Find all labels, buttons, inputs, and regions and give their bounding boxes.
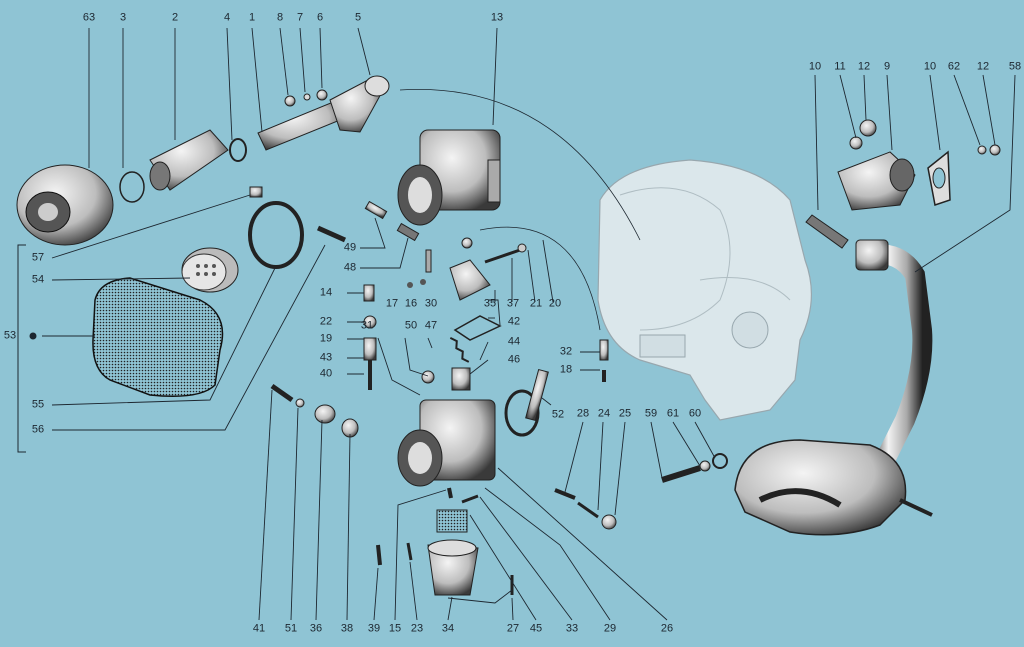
clamp-band [248, 201, 304, 269]
callout-8: 8 [276, 11, 284, 24]
float-bowl [427, 509, 479, 596]
callout-51: 51 [284, 622, 298, 635]
callout-16: 16 [404, 297, 418, 310]
group-bracket-53 [17, 244, 26, 453]
callout-10: 10 [923, 60, 937, 73]
callout-25: 25 [618, 407, 632, 420]
callout-40: 40 [319, 367, 333, 380]
callout-49: 49 [343, 241, 357, 254]
callout-53: 53 [3, 329, 17, 342]
intake-sleeve [149, 129, 229, 191]
callout-56: 56 [31, 423, 45, 436]
callout-36: 36 [309, 622, 323, 635]
intake-tube [257, 99, 346, 151]
engine-casing [597, 159, 812, 421]
callout-17: 17 [385, 297, 399, 310]
callout-39: 39 [367, 622, 381, 635]
callout-19: 19 [319, 332, 333, 345]
callout-41: 41 [252, 622, 266, 635]
group-dot-53 [29, 332, 37, 340]
callout-33: 33 [565, 622, 579, 635]
callout-22: 22 [319, 315, 333, 328]
callout-61: 61 [666, 407, 680, 420]
callout-21: 21 [529, 297, 543, 310]
callout-12: 12 [857, 60, 871, 73]
callout-57: 57 [31, 251, 45, 264]
callout-10: 10 [808, 60, 822, 73]
callout-28: 28 [576, 407, 590, 420]
callout-15: 15 [388, 622, 402, 635]
callout-9: 9 [883, 60, 891, 73]
callout-34: 34 [441, 622, 455, 635]
air-box [92, 277, 224, 397]
callout-5: 5 [354, 11, 362, 24]
callout-26: 26 [660, 622, 674, 635]
callout-55: 55 [31, 398, 45, 411]
callout-18: 18 [559, 363, 573, 376]
callout-11: 11 [834, 60, 846, 73]
callout-63: 63 [82, 11, 96, 24]
callout-30: 30 [424, 297, 438, 310]
callout-13: 13 [490, 11, 504, 24]
callout-2: 2 [171, 11, 179, 24]
callout-27: 27 [506, 622, 520, 635]
carburetor-upper [397, 129, 501, 226]
callout-46: 46 [507, 353, 521, 366]
callout-20: 20 [548, 297, 562, 310]
flange-gasket [927, 150, 951, 206]
callout-12: 12 [976, 60, 990, 73]
callout-24: 24 [597, 407, 611, 420]
callout-1: 1 [248, 11, 256, 24]
callout-23: 23 [410, 622, 424, 635]
callout-60: 60 [688, 407, 702, 420]
callout-32: 32 [559, 345, 573, 358]
flywheel-cover [16, 164, 114, 246]
exhaust-system [734, 239, 933, 536]
callout-47: 47 [424, 319, 438, 332]
callout-52: 52 [551, 408, 565, 421]
callout-38: 38 [340, 622, 354, 635]
callout-6: 6 [316, 11, 324, 24]
callout-35: 35 [483, 297, 497, 310]
clip [249, 186, 263, 198]
ring [119, 171, 145, 203]
gasket-ring [229, 138, 247, 162]
callout-48: 48 [343, 261, 357, 274]
manifold [329, 75, 390, 133]
callout-45: 45 [529, 622, 543, 635]
callout-42: 42 [507, 315, 521, 328]
callout-44: 44 [507, 335, 521, 348]
callout-54: 54 [31, 273, 45, 286]
callout-59: 59 [644, 407, 658, 420]
leader-lines [42, 27, 1016, 621]
callout-4: 4 [223, 11, 231, 24]
callout-31: 31 [360, 319, 374, 332]
callout-50: 50 [404, 319, 418, 332]
carburetor-lower [397, 399, 496, 487]
callout-14: 14 [319, 286, 333, 299]
callout-7: 7 [296, 11, 304, 24]
callout-37: 37 [506, 297, 520, 310]
callout-58: 58 [1008, 60, 1022, 73]
air-filter-element [181, 247, 239, 293]
callout-62: 62 [947, 60, 961, 73]
callout-29: 29 [603, 622, 617, 635]
callout-3: 3 [119, 11, 127, 24]
callout-43: 43 [319, 351, 333, 364]
intake-elbow [837, 151, 916, 211]
